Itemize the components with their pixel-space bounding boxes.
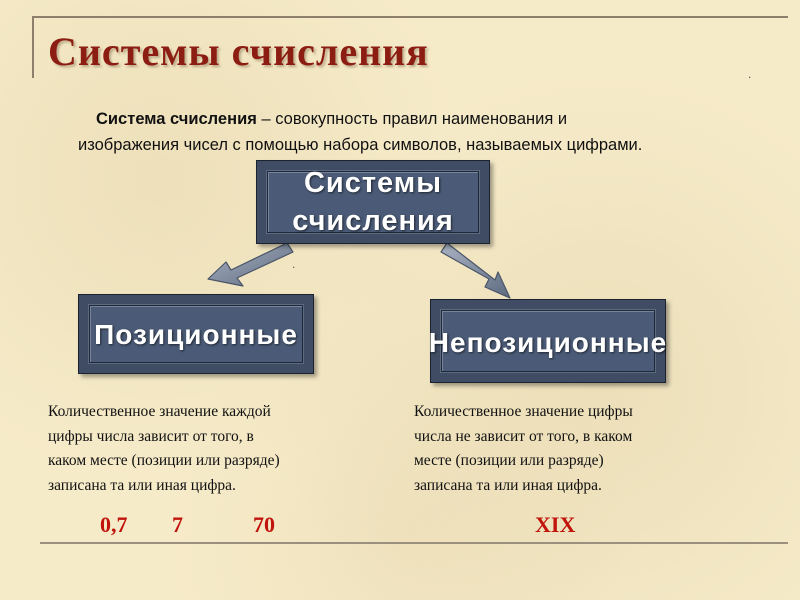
- title-rule-vertical: [32, 16, 34, 78]
- positional-example: 0,7: [100, 512, 128, 537]
- definition-line-1: – совокупность правил наименования и: [256, 110, 568, 128]
- node-box-number-systems: [256, 160, 490, 244]
- definition-text: Система счисления – совокупность правил …: [78, 106, 778, 158]
- node-box-positional: [78, 294, 314, 374]
- decorative-dot: .: [292, 257, 296, 271]
- decorative-dot: .: [748, 67, 752, 81]
- description-line: числа не зависит от того, в каком: [414, 427, 633, 445]
- description-line: Количественное значение цифры: [414, 403, 633, 420]
- definition-term: Система счисления: [96, 110, 257, 128]
- node-label-number-systems: Системы счисления: [256, 164, 490, 240]
- node-label-non-positional: Непозиционные: [428, 327, 668, 358]
- node-label-line-2: счисления: [292, 205, 454, 237]
- positional-example: 70: [253, 512, 275, 537]
- bottom-rule: [40, 542, 788, 544]
- positional-example: 7: [172, 512, 183, 537]
- title-rule-horizontal: [32, 16, 788, 18]
- node-label-positional: Позиционные: [94, 319, 298, 350]
- non-positional-description: Количественное значение цифры числа не з…: [414, 400, 734, 498]
- description-line: Количественное значение каждой: [48, 403, 271, 420]
- description-line: записана та или иная цифра.: [48, 476, 236, 494]
- positional-description: Количественное значение каждой цифры чис…: [48, 400, 368, 498]
- non-positional-example: XIX: [535, 512, 576, 537]
- description-line: месте (позиции или разряде): [414, 452, 604, 469]
- description-line: цифры числа зависит от того, в: [48, 427, 254, 445]
- page-title: Системы счисления: [48, 29, 429, 74]
- description-line: записана та или иная цифра.: [414, 476, 602, 494]
- node-label-line-1: Системы: [303, 167, 443, 199]
- definition-line-2: изображения чисел с помощью набора симво…: [78, 136, 643, 154]
- arrow-to-non-positional: [440, 242, 511, 299]
- node-box-non-positional: [430, 299, 666, 383]
- arrow-to-positional: [207, 242, 294, 287]
- description-line: каком месте (позиции или разряде): [48, 452, 280, 469]
